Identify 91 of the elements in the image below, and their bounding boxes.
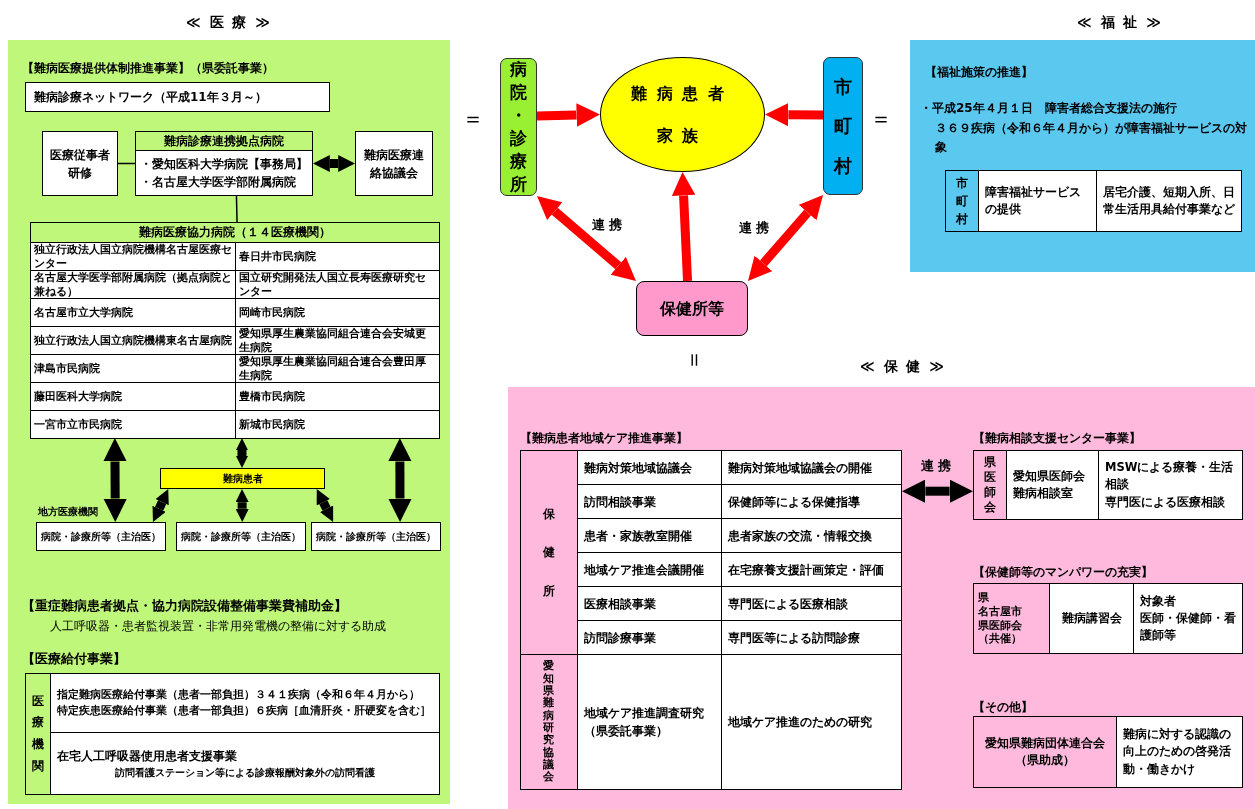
table-cell: 難病対策地域協議会の開催 [721,450,902,485]
table-cell: 専門医による医療相談 [721,586,902,621]
connector-line [235,195,238,223]
cell-text: 指定難病医療給付事業（患者一部負担）３４１疾病（令和６年４月から） [57,687,420,703]
connector-line [117,162,136,165]
note-text: ３６９疾病（令和６年４月から）が障害福祉サービスの対象 [935,120,1248,157]
block-arrow [103,438,127,522]
list-item: ・愛知医科大学病院【事務局】 [140,155,309,173]
cell-text: 愛知県難病団体連合会 [985,734,1105,752]
block-arrow [537,196,636,281]
table-cell: 訪問相談事業 [577,484,722,519]
table-cell: 在宅療養支援計画策定・評価 [721,552,902,587]
text-box: 難病診療ネットワーク（平成11年３月～） [25,82,330,112]
note-text: 人工呼吸器・患者監視装置・非常用発電機の整備に対する助成 [50,618,387,635]
cell-text: 県医師会 [983,455,997,515]
cell-text: 医師・保健師・看護師等 [1140,609,1236,645]
table-cell: 難病に対する認識の向上のための啓発活動・働きかけ [1116,716,1243,788]
section-heading: 【医療給付事業】 [22,650,127,668]
table-cell: 患者家族の交流・情報交換 [721,518,902,553]
table-header: 難病医療協力病院（１４医療機関） [30,222,440,243]
equals-sign: ＝ [870,105,893,133]
caption-text: 地方医療機関 [38,505,99,519]
equals-sign: ＝ [462,105,485,133]
cell-text: （共催） [978,632,1022,646]
block-arrow [236,438,248,468]
text-box: 病院・診療所等（主治医） [36,522,166,551]
cell-text: 愛知県難病研究協議会 [542,660,556,784]
training-box: 医療従事者研修 [42,131,118,196]
section-heading: 【福祉施策の推進】 [925,64,1034,81]
cell-text: （県助成） [1015,752,1075,769]
box-text: 市町村 [832,74,853,178]
block-arrow [765,103,824,127]
table-cell: 専門医等による訪問診療 [721,620,902,655]
block-arrow [671,172,696,282]
cell-text: 対象者 [1140,592,1176,610]
table-cell: 愛知県医師会難病相談室 [1006,450,1099,520]
section-heading: ≪ 保 健 ≫ [859,357,947,376]
cell-text: 訪問看護ステーション等による診療報酬対象外の訪問看護 [115,766,375,780]
table-cell: 訪問診療事業 [577,620,722,655]
section-heading: 【保健師等のマンパワーの充実】 [973,564,1154,581]
cell-text: 専門医による医療相談 [1105,493,1225,511]
cell-text: 県医師会 [978,618,1022,632]
cell-text: 在宅人工呼吸器使用患者支援事業 [57,748,237,765]
vertical-label-box [500,58,537,196]
note-text: ・平成25年４月１日 障害者総合支援法の施行 [920,100,1178,117]
hospital-table [30,222,440,438]
ellipse-text: 家族 [656,124,709,147]
cell-text: 特定疾患医療給付事業（患者一部負担）６疾病［血清肝炎・肝硬変を含む］ [57,703,431,718]
text-box: 病院・診療所等（主治医） [311,522,441,551]
block-arrow [748,195,823,281]
cell-text: 医療機関 [31,692,45,775]
section-heading: ≪ 福 祉 ≫ [1076,13,1164,32]
table-cell: 地域ケア推進のための研究 [721,654,902,790]
box-header: 難病診療連携拠点病院 [135,131,313,151]
section-heading: 【難病相談支援センター事業】 [973,430,1142,447]
section-heading: 【重症難病患者拠点・協力病院設備整備事業費補助金】 [22,597,348,615]
cell-text: MSWによる療養・生活相談 [1105,459,1235,494]
block-arrow [316,489,334,522]
table-cell: 居宅介護、短期入所、日常生活用具給付事業など [1096,170,1242,232]
patient-bar: 難病患者 [160,468,325,489]
cell-text: 県 [978,591,989,605]
cell-text: 名古屋市 [978,604,1022,619]
cell-text: 市町村 [955,175,969,228]
table-cell: 患者・家族教室開催 [577,518,722,553]
vertical-label-box [823,57,863,195]
ellipse-text: 難病患者 [631,82,734,105]
block-arrow [235,489,249,522]
block-arrow [536,103,600,127]
list-item: ・名古屋大学医学部附属病院 [140,174,297,191]
table-cell: 保健師等による保健指導 [721,484,902,519]
block-arrow [152,489,169,522]
section-heading: 【難病患者地域ケア推進事業】 [520,430,689,447]
section-heading: 【難病医療提供体制推進事業】（県委託事業） [22,60,275,77]
table-cell: 障害福祉サービスの提供 [978,170,1097,232]
table-cell: 地域ケア推進会議開催 [577,552,722,587]
council-box: 難病医療連絡協議会 [355,131,433,196]
table-cell: 医療相談事業 [577,586,722,621]
table-cell: 難病講習会 [1049,583,1134,654]
block-arrow [313,155,355,172]
table-cell: 地域ケア推進調査研究（県委託事業） [577,654,722,790]
box-text: 病院・診療所 [509,58,528,196]
block-arrow [388,438,412,522]
block-arrow [902,479,973,503]
hospital-box [135,131,313,196]
cell-text: 保健所 [542,505,556,600]
section-heading: 【その他】 [973,699,1034,716]
text-box: 病院・診療所等（主治医） [176,522,306,551]
section-heading: ≪ 医 療 ≫ [185,13,273,32]
health-center-box: 保健所等 [636,281,748,336]
equals-sign: ＝ [682,348,709,373]
table-cell: 難病対策地域協議会 [577,450,722,485]
